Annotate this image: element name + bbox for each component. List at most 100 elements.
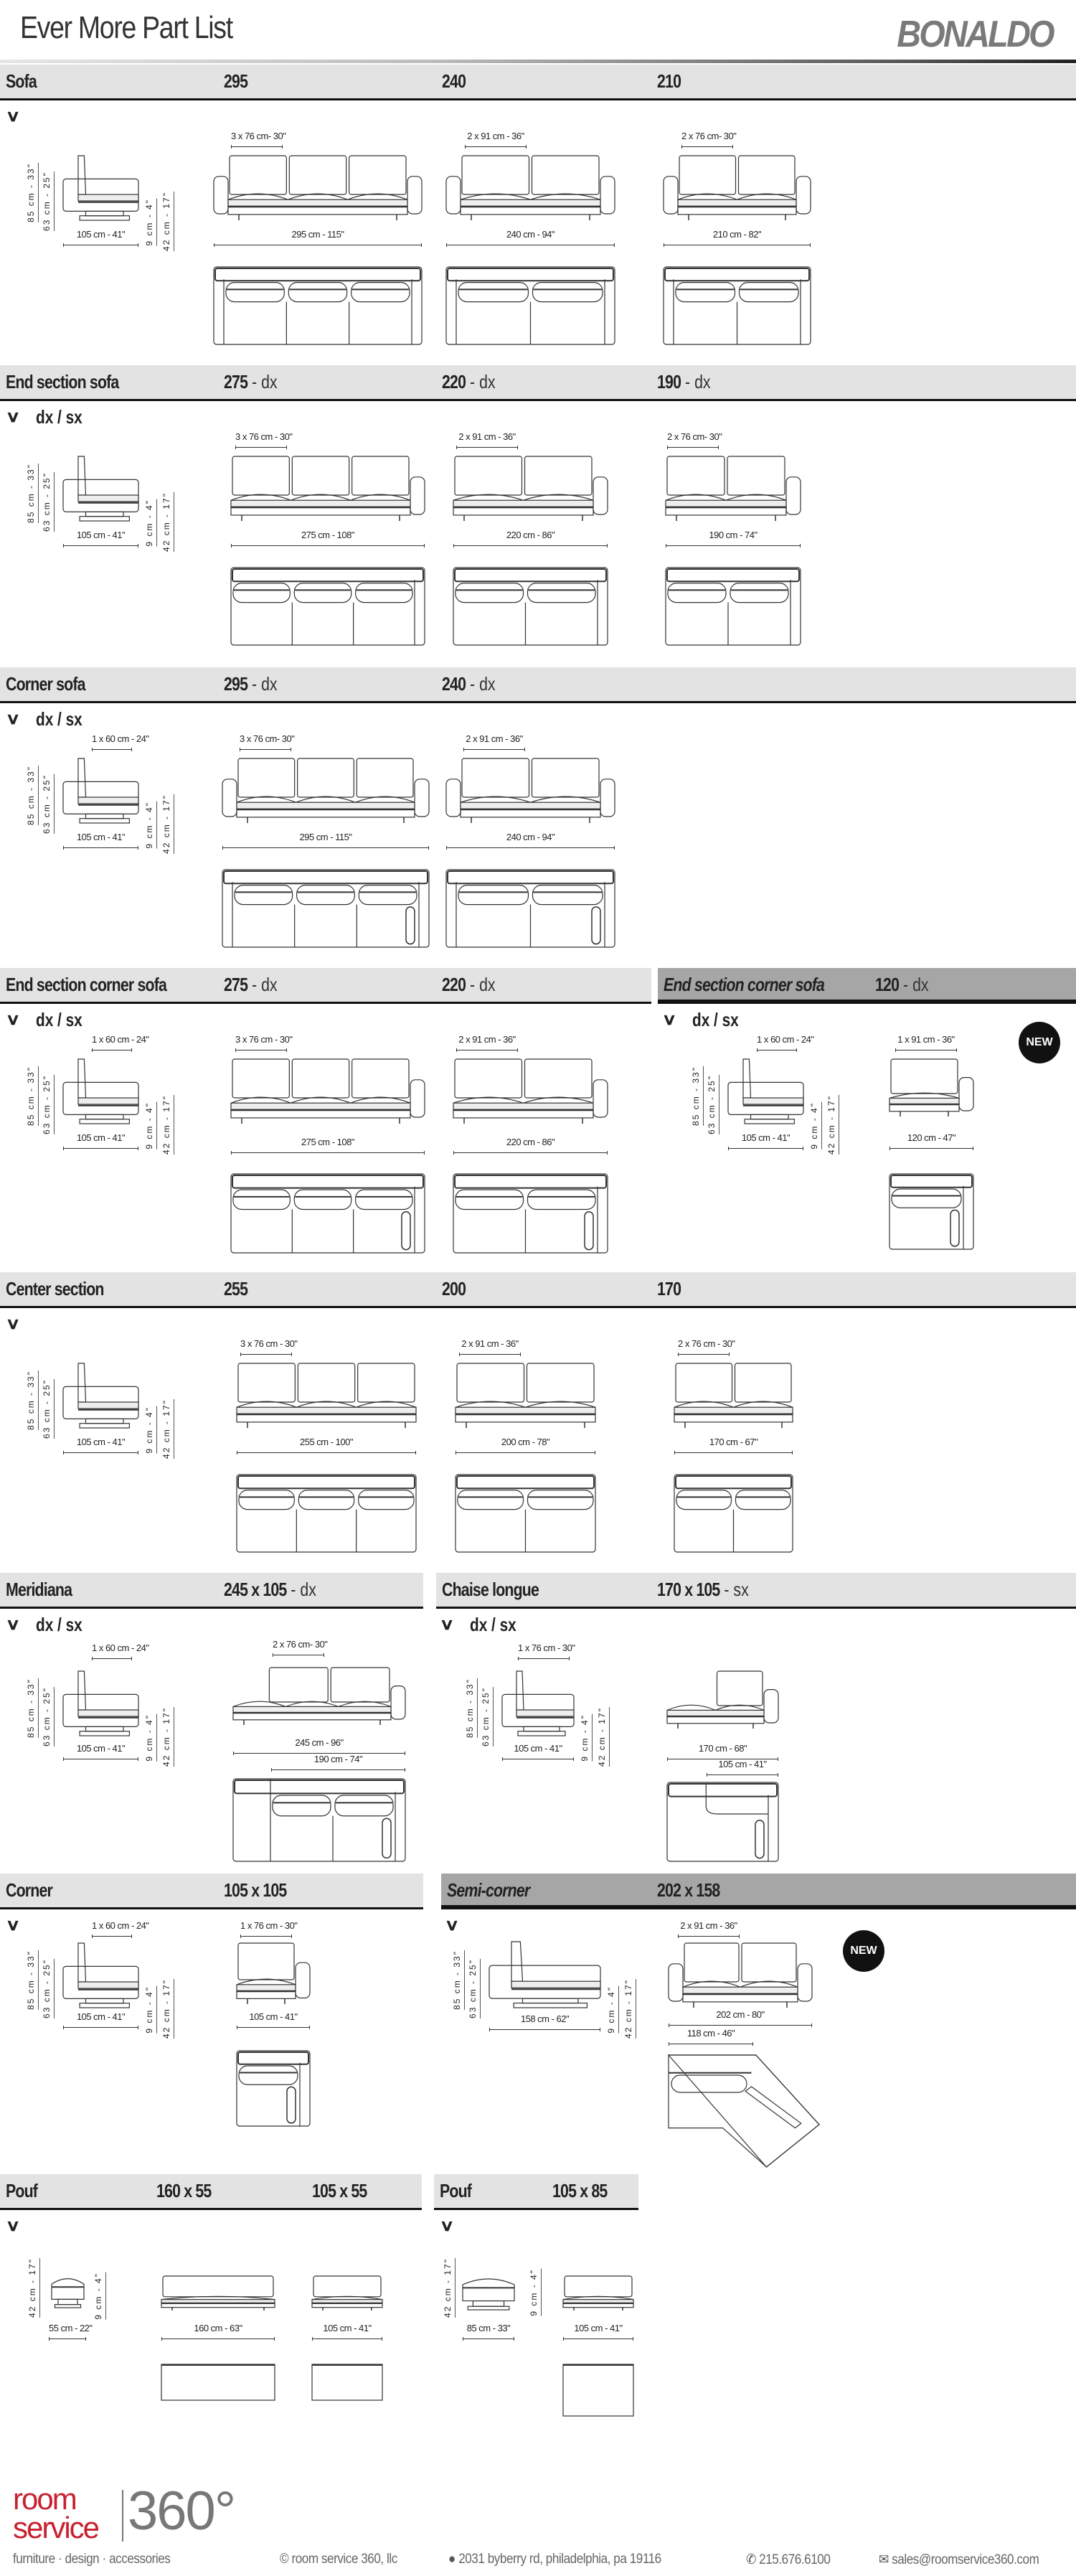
dimension-text: 190 cm - 74"	[709, 530, 758, 540]
size-value: 275	[224, 974, 248, 995]
dimension-label: 220 cm - 86"	[453, 530, 608, 547]
size-option[interactable]: 105 x 105	[224, 1879, 287, 1902]
footer-phone[interactable]: ✆ 215.676.6100	[746, 2552, 831, 2568]
dimension-text: 295 cm - 115"	[299, 832, 352, 842]
size-value: 210	[657, 70, 681, 92]
chevron-down-icon[interactable]: ∨	[5, 1315, 21, 1332]
size-option[interactable]: 170	[657, 1278, 681, 1300]
vertical-dimension: 85 cm - 33"	[26, 163, 39, 222]
vertical-dimension: 9 cm - 4"	[144, 802, 157, 849]
size-option[interactable]: 105 x 55	[312, 2180, 367, 2202]
chevron-down-icon[interactable]: ∨	[5, 1615, 21, 1633]
dimension-text: 2 x 91 cm - 36"	[680, 1920, 737, 1931]
vertical-dimension: 63 cm - 25"	[42, 774, 55, 834]
dimension-line	[63, 1451, 138, 1454]
dimension-text: 85 cm - 33"	[466, 2323, 511, 2333]
chevron-down-icon[interactable]: ∨	[5, 1010, 21, 1028]
dimension-text: 1 x 60 cm - 24"	[92, 733, 149, 744]
dimension-label: 2 x 91 cm - 36"	[463, 733, 525, 751]
size-option[interactable]: 200	[442, 1278, 466, 1300]
chevron-down-icon[interactable]: ∨	[439, 1615, 455, 1633]
vertical-dimension: 42 cm - 17"	[597, 1707, 610, 1767]
chevron-down-icon[interactable]: ∨	[5, 107, 21, 125]
vertical-dimension: 9 cm - 4"	[144, 499, 157, 547]
size-option[interactable]: 240 - dx	[442, 673, 496, 695]
size-option[interactable]: 220 - dx	[442, 371, 496, 393]
size-value: 160 x 55	[156, 2180, 212, 2201]
size-option[interactable]: 210	[657, 70, 681, 93]
chevron-down-icon[interactable]: ∨	[5, 2217, 21, 2234]
size-value: 120	[875, 974, 900, 995]
vertical-dimension: 63 cm - 25"	[42, 1687, 55, 1747]
size-option[interactable]: 190 - dx	[657, 371, 711, 393]
size-suffix: - sx	[719, 1579, 749, 1600]
size-option[interactable]: 105 x 85	[552, 2180, 608, 2202]
map-pin-icon: ●	[448, 2552, 456, 2567]
top-view-drawing	[232, 1778, 406, 1862]
email-text: sales@roomservice360.com	[892, 2552, 1039, 2567]
size-option[interactable]: 275 - dx	[224, 974, 278, 996]
vertical-dimension: 42 cm - 17"	[161, 1979, 174, 2039]
dimension-line	[240, 1353, 292, 1356]
top-view-drawing	[445, 869, 615, 948]
dimension-text: 3 x 76 cm- 30"	[240, 733, 295, 744]
chevron-down-icon[interactable]: ∨	[5, 710, 21, 728]
chevron-down-icon[interactable]: ∨	[5, 1916, 21, 1934]
size-option[interactable]: 295 - dx	[224, 673, 278, 695]
dimension-line	[563, 2337, 633, 2341]
dimension-label: 3 x 76 cm - 30"	[235, 431, 293, 449]
size-value: 275	[224, 371, 248, 392]
brand-logo: BONALDO	[897, 14, 1054, 55]
footer-email[interactable]: ✉ sales@roomservice360.com	[879, 2552, 1039, 2568]
vertical-dimension: 9 cm - 4"	[144, 199, 157, 246]
size-option[interactable]: 295	[224, 70, 248, 93]
chevron-down-icon[interactable]: ∨	[444, 1916, 460, 1934]
dimension-label: 295 cm - 115"	[222, 832, 429, 850]
dimension-line	[63, 1147, 138, 1150]
header-divider	[0, 60, 1076, 63]
dimension-label: 2 x 76 cm - 30"	[678, 1338, 735, 1356]
vertical-dimension: 63 cm - 25"	[42, 1959, 55, 2018]
size-option[interactable]: 120 - dx	[875, 974, 929, 996]
front-view-drawing	[230, 456, 425, 521]
top-view-drawing	[663, 266, 811, 345]
vertical-dimension: 63 cm - 25"	[707, 1075, 719, 1134]
dimension-label: 245 cm - 96"	[233, 1737, 405, 1755]
front-view-drawing	[445, 758, 615, 823]
front-view-drawing	[222, 758, 430, 823]
size-option[interactable]: 202 x 158	[657, 1879, 720, 1902]
dimension-line	[463, 748, 525, 751]
size-value: 255	[224, 1278, 248, 1299]
dimension-label: 170 cm - 67"	[674, 1437, 793, 1454]
chevron-down-icon[interactable]: ∨	[5, 408, 21, 426]
dimension-label: 1 x 60 cm - 24"	[92, 1920, 149, 1938]
dimension-text: 2 x 76 cm- 30"	[273, 1639, 328, 1650]
vertical-dimension: 9 cm - 4"	[144, 1102, 157, 1150]
dimension-line	[666, 544, 801, 547]
chevron-down-icon[interactable]: ∨	[439, 2217, 455, 2234]
chevron-down-icon[interactable]: ∨	[661, 1010, 677, 1028]
dimension-label: 210 cm - 82"	[664, 229, 811, 247]
dimension-text: 105 cm - 41"	[76, 530, 126, 540]
size-option[interactable]: 160 x 55	[156, 2180, 212, 2202]
dimension-text: 1 x 60 cm - 24"	[92, 1642, 149, 1653]
dimension-text: 170 cm - 68"	[698, 1743, 747, 1754]
dimension-text: 220 cm - 86"	[506, 1137, 555, 1147]
size-option[interactable]: 170 x 105 - sx	[657, 1579, 749, 1601]
size-option[interactable]: 240	[442, 70, 466, 93]
size-option[interactable]: 245 x 105 - dx	[224, 1579, 316, 1601]
dimension-text: 255 cm - 100"	[300, 1437, 354, 1447]
size-option[interactable]: 275 - dx	[224, 371, 278, 393]
vertical-dimension: 9 cm - 4"	[809, 1102, 822, 1150]
dimension-label: 2 x 91 cm - 36"	[459, 1338, 521, 1356]
footer-address[interactable]: ● 2031 byberry rd, philadelphia, pa 1911…	[448, 2552, 661, 2567]
size-option[interactable]: 220 - dx	[442, 974, 496, 996]
dimension-line	[63, 2026, 138, 2029]
size-option[interactable]: 255	[224, 1278, 248, 1300]
front-view-drawing	[455, 1363, 596, 1428]
vertical-dimension: 85 cm - 33"	[26, 1950, 39, 2010]
dimension-label: 1 x 76 cm - 30"	[240, 1920, 298, 1938]
dimension-label: 160 cm - 63"	[161, 2323, 275, 2341]
